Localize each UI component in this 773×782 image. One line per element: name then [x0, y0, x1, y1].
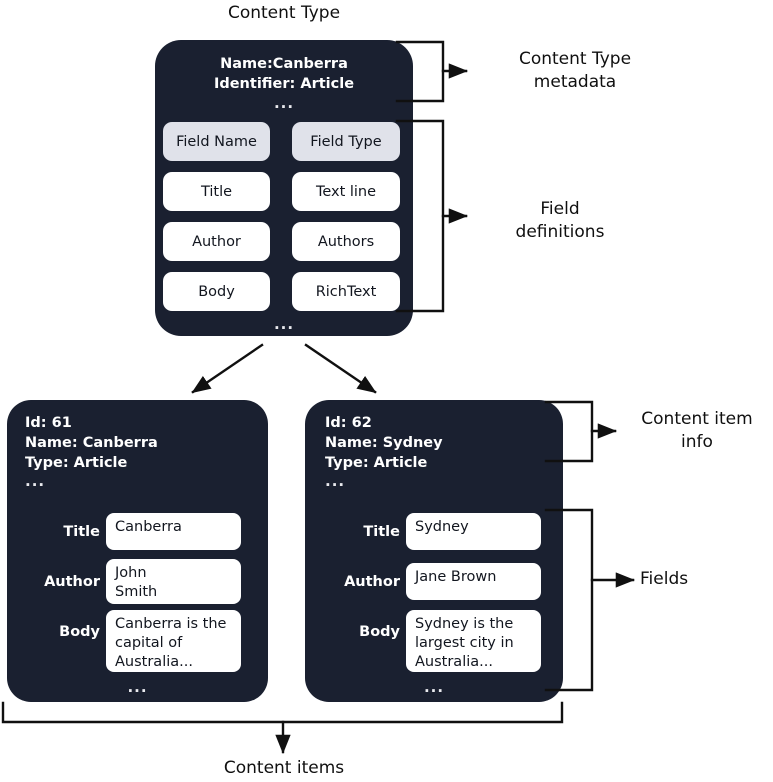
content-type-identifier: Identifier: Article — [213, 76, 355, 92]
content-type-metadata-ellipsis: ... — [273, 94, 295, 112]
content-item-61-fields-ellipsis: ... — [127, 678, 148, 696]
content-type-name: Name:Canberra — [220, 56, 348, 72]
content-item-62-field-label-title: Title — [363, 524, 400, 540]
content-item-62-name: Name: Sydney — [325, 435, 443, 451]
content-item-61-id: Id: 61 — [25, 415, 72, 431]
annotation-fields: Fields — [640, 569, 689, 589]
content-item-61-field-label-body: Body — [59, 624, 100, 640]
content-item-62-field-label-author: Author — [344, 574, 400, 590]
content-item-62-field-value-author: Jane Brown — [406, 563, 541, 600]
content-item-62-field-label-body: Body — [359, 624, 400, 640]
bracket-content-items — [1, 701, 564, 754]
content-item-62-id: Id: 62 — [325, 415, 372, 431]
field-definition-type-title: Text line — [292, 172, 400, 211]
arrow-content-type-to-item-62 — [304, 343, 377, 394]
content-item-61-type: Type: Article — [25, 455, 128, 471]
field-definition-type-body: RichText — [292, 272, 400, 311]
field-definitions-ellipsis: ... — [273, 315, 295, 333]
arrow-content-type-to-item-61 — [191, 343, 264, 394]
content-item-61-field-value-author: John Smith — [106, 559, 241, 604]
field-definition-name-author: Author — [163, 222, 270, 261]
field-definition-name-title: Title — [163, 172, 270, 211]
content-item-61-field-label-author: Author — [44, 574, 100, 590]
content-item-61-field-value-body: Canberra is the capital of Australia... — [106, 610, 241, 672]
annotation-field-definitions: Field definitions — [515, 199, 605, 242]
field-type-header-pill: Field Type — [292, 122, 400, 161]
annotation-content-item-info: Content item info — [641, 409, 753, 452]
content-item-62-field-value-title: Sydney — [406, 513, 541, 550]
diagram-title: Content Type — [227, 3, 341, 23]
content-item-61-name: Name: Canberra — [25, 435, 158, 451]
field-name-header-pill: Field Name — [163, 122, 270, 161]
content-item-62-type: Type: Article — [325, 455, 428, 471]
content-item-62-field-value-body: Sydney is the largest city in Australia.… — [406, 610, 541, 672]
content-item-61-info-ellipsis: ... — [25, 472, 46, 490]
content-item-62-fields-ellipsis: ... — [423, 678, 445, 696]
content-item-62-info-ellipsis: ... — [325, 472, 346, 490]
content-item-61-field-label-title: Title — [63, 524, 100, 540]
field-definition-name-body: Body — [163, 272, 270, 311]
field-definition-type-author: Authors — [292, 222, 400, 261]
annotation-content-items: Content items — [223, 758, 345, 778]
content-item-61-field-value-title: Canberra — [106, 513, 241, 550]
annotation-content-type-metadata: Content Type metadata — [518, 49, 632, 92]
